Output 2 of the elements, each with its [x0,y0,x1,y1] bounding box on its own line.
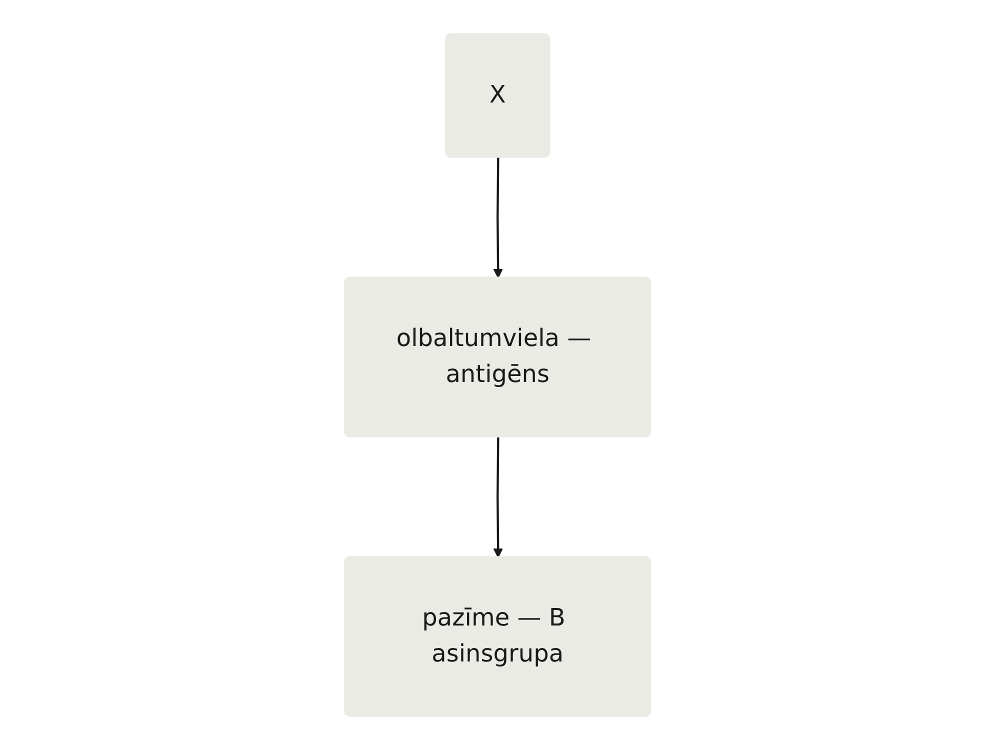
arrow [494,158,504,278]
arrow [494,437,504,558]
